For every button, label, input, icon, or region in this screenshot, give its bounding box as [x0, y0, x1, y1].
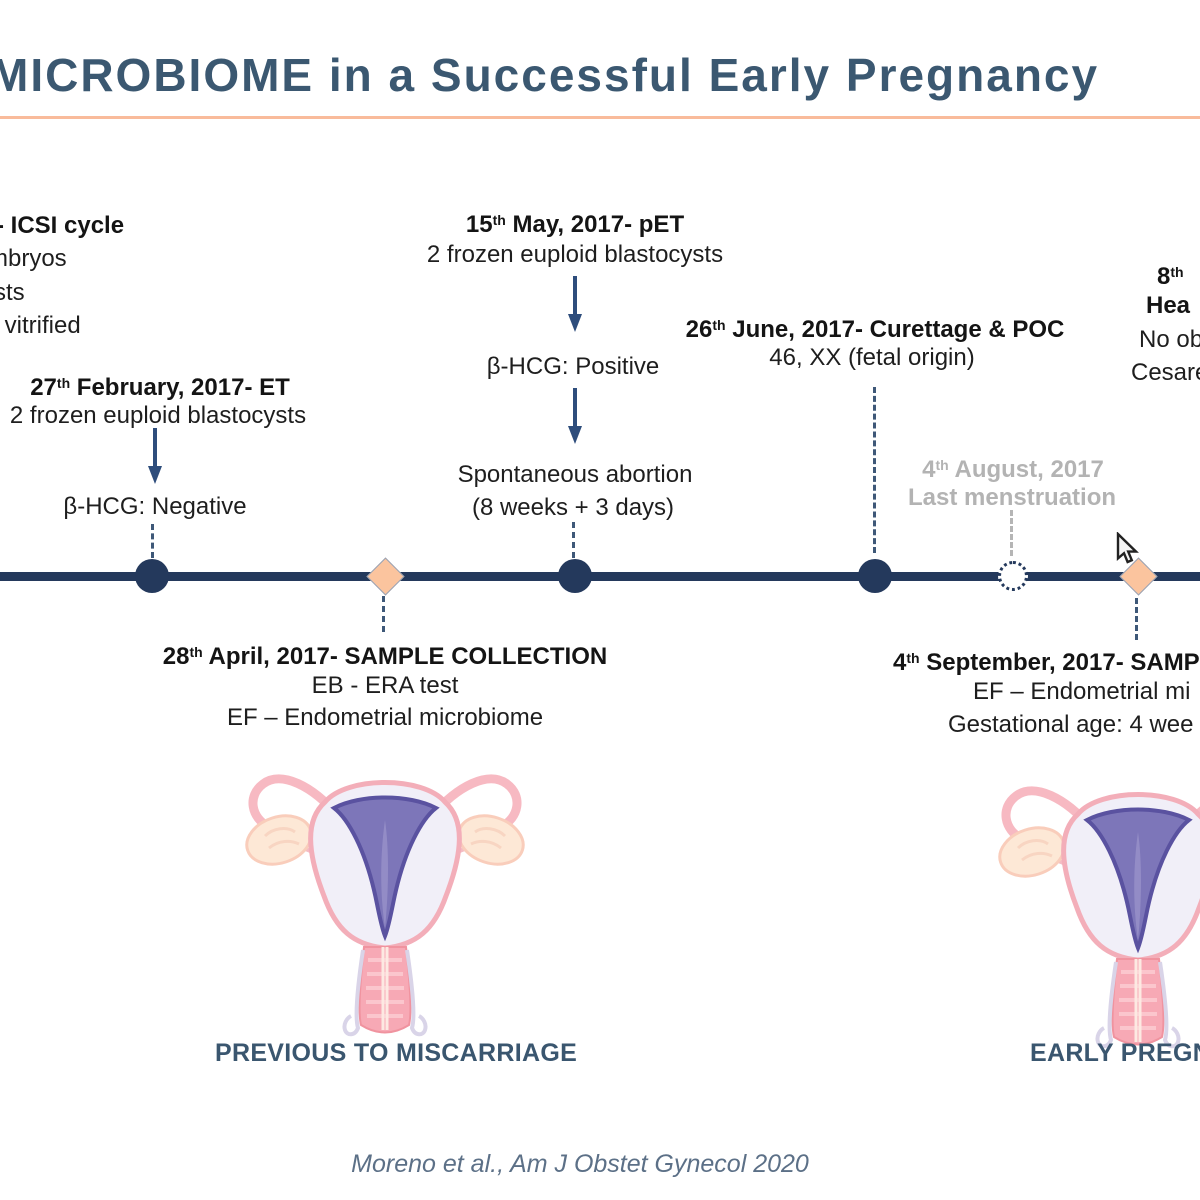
event-september-heading: 4th September, 2017- SAMP	[893, 649, 1200, 676]
event-may-subtext: 2 frozen euploid blastocysts	[426, 241, 724, 268]
event-birth-line-3: No ob	[1139, 326, 1200, 353]
connector-april	[382, 596, 385, 632]
event-june-heading: 26th June, 2017- Curettage & POC	[685, 316, 1065, 343]
event-feb-result: β-HCG: Negative	[63, 493, 247, 520]
page-title: MICROBIOME in a Successful Early Pregnan…	[0, 49, 1100, 101]
down-arrow-icon	[568, 276, 582, 332]
citation-text: Moreno et al., Am J Obstet Gynecol 2020	[351, 1150, 809, 1178]
ordinal-superscript: th	[189, 644, 203, 660]
event-september-line-2: EF – Endometrial mi	[973, 678, 1191, 705]
connector-feb	[151, 524, 154, 558]
event-may-outcome-1: Spontaneous abortion	[457, 461, 693, 488]
timeline-bar	[0, 572, 1200, 581]
event-april-line-2: EB - ERA test	[311, 672, 459, 699]
event-may-result: β-HCG: Positive	[486, 353, 660, 380]
timeline-dot-feb	[135, 559, 169, 593]
ordinal-superscript: th	[906, 650, 920, 666]
connector-september	[1135, 598, 1138, 640]
uterus-illustration-left	[235, 728, 535, 1038]
mouse-cursor	[1116, 532, 1139, 564]
connector-august	[1010, 510, 1013, 556]
icsi-line-4: s vitrified	[0, 312, 81, 339]
ordinal-superscript: th	[1170, 264, 1184, 280]
event-may-heading: 15th May, 2017- pET	[465, 211, 685, 238]
title-divider	[0, 116, 1200, 119]
timeline-dot-june	[858, 559, 892, 593]
ordinal-superscript: th	[712, 317, 726, 333]
uterus-illustration-right	[988, 740, 1200, 1050]
timeline-dotted-circle-august	[998, 561, 1028, 591]
ordinal-superscript: th	[56, 375, 71, 391]
timeline-dot-may	[558, 559, 592, 593]
phase-label-early-pregnancy: EARLY PREGNA	[1030, 1039, 1200, 1067]
event-birth-line-4: Cesare	[1131, 359, 1200, 386]
event-birth-line-1: 8th	[1157, 263, 1184, 290]
event-april-heading: 28th April, 2017- SAMPLE COLLECTION	[162, 643, 608, 670]
down-arrow-icon	[568, 388, 582, 444]
event-august-subtext: Last menstruation	[907, 484, 1117, 511]
event-august-heading: 4th August, 2017	[922, 456, 1104, 483]
connector-may	[572, 522, 575, 558]
icsi-line-1: - ICSI cycle	[0, 212, 125, 239]
phase-label-previous-to-miscarriage: PREVIOUS TO MISCARRIAGE	[215, 1039, 578, 1067]
icsi-line-2: mbryos	[0, 245, 67, 272]
event-birth-line-2: Hea	[1146, 292, 1191, 319]
connector-june	[873, 387, 876, 553]
ordinal-superscript: th	[492, 212, 506, 228]
icsi-line-3: sts	[0, 279, 25, 306]
ordinal-superscript: th	[935, 457, 949, 473]
event-june-subtext: 46, XX (fetal origin)	[769, 344, 975, 371]
event-september-line-3: Gestational age: 4 wee	[948, 711, 1194, 738]
event-may-outcome-2: (8 weeks + 3 days)	[471, 494, 675, 521]
event-april-line-3: EF – Endometrial microbiome	[226, 704, 544, 731]
event-feb-subtext: 2 frozen euploid blastocysts	[9, 402, 307, 429]
down-arrow-icon	[148, 428, 162, 484]
event-feb-heading: 27th February, 2017- ET	[30, 374, 290, 401]
timeline-diamond-april	[366, 557, 405, 596]
